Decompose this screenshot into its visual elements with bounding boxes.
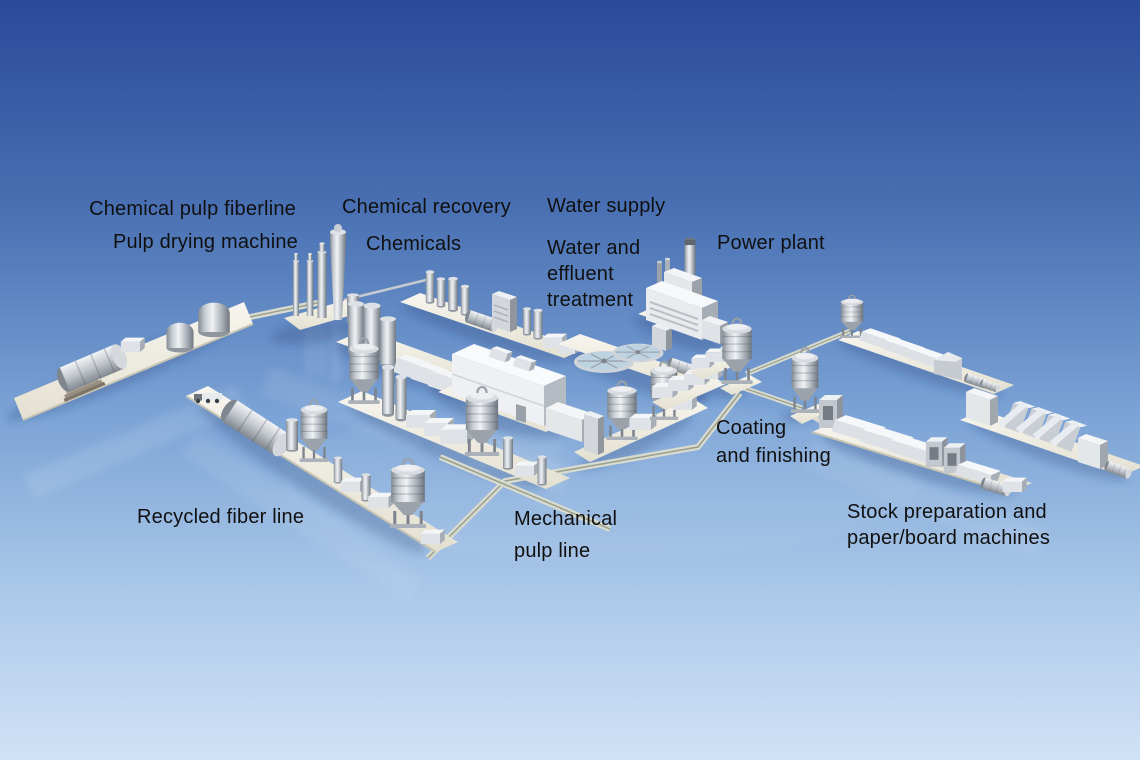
label-recycled-fiber-line: Recycled fiber line <box>137 506 305 528</box>
building-door <box>516 404 526 423</box>
recycled-fiber-line-equipment <box>185 386 458 553</box>
winder-line <box>960 388 1140 480</box>
mechanical-pulp-plant <box>574 360 708 462</box>
label-pulp-drying-machine: Pulp drying machine <box>112 231 298 253</box>
chipper <box>120 337 145 352</box>
chemical-cabinet <box>492 291 517 332</box>
label-line: Coating <box>716 417 787 439</box>
storage-tower <box>463 385 501 458</box>
roll-wrapper <box>1078 434 1108 469</box>
label-line: and finishing <box>716 445 831 467</box>
truck <box>194 393 222 404</box>
label-line: paper/board machines <box>847 527 1051 549</box>
label-line: treatment <box>547 289 634 311</box>
pulp-silo <box>604 380 640 442</box>
refiner-cabinet <box>584 411 604 455</box>
label-chemical-pulp-fiberline: Chemical pulp fiberline <box>89 198 296 220</box>
power-plant <box>638 237 734 344</box>
wood-yard <box>14 302 254 421</box>
label-mechanical-pulp-line: Mechanical pulp line <box>514 503 617 567</box>
label-water-supply: Water supply <box>547 195 666 217</box>
label-power-plant: Power plant <box>717 232 825 254</box>
power-plant-chimney <box>684 237 696 304</box>
label-line: effluent <box>547 263 614 285</box>
treatment-cabinet <box>652 323 672 351</box>
chip-silo <box>198 302 230 338</box>
label-line: Water and <box>547 237 641 259</box>
storage-tower <box>346 337 382 406</box>
label-chemical-recovery: Chemical recovery <box>342 196 512 218</box>
label-water-and-effluent-treatment: Water and effluent treatment <box>547 235 640 313</box>
storage-tower <box>388 457 428 530</box>
paper-machine-1 <box>838 294 1014 394</box>
conveyor-network <box>225 277 851 561</box>
label-line: Stock preparation and <box>847 501 1047 523</box>
feed-silo <box>719 317 762 395</box>
label-chemicals: Chemicals <box>366 233 462 255</box>
power-plant-building <box>646 268 728 344</box>
label-line: Mechanical <box>514 508 618 530</box>
label-stock-preparation-paper-board-machines: Stock preparation and paper/board machin… <box>847 499 1050 551</box>
chip-silo <box>166 322 194 353</box>
chemical-recovery-towers <box>284 224 366 330</box>
fiberline-vessels <box>336 301 486 397</box>
storage-tower <box>298 398 330 464</box>
label-coating-and-finishing: Coating and finishing <box>716 414 831 470</box>
paper-machine-2 <box>811 395 1032 498</box>
pulp-drying-building <box>438 344 594 442</box>
label-line: pulp line <box>514 540 591 562</box>
chemicals-plant <box>400 270 584 358</box>
bleaching-line <box>338 337 570 489</box>
dryer-hood <box>934 352 962 380</box>
unwind-station <box>966 388 998 426</box>
